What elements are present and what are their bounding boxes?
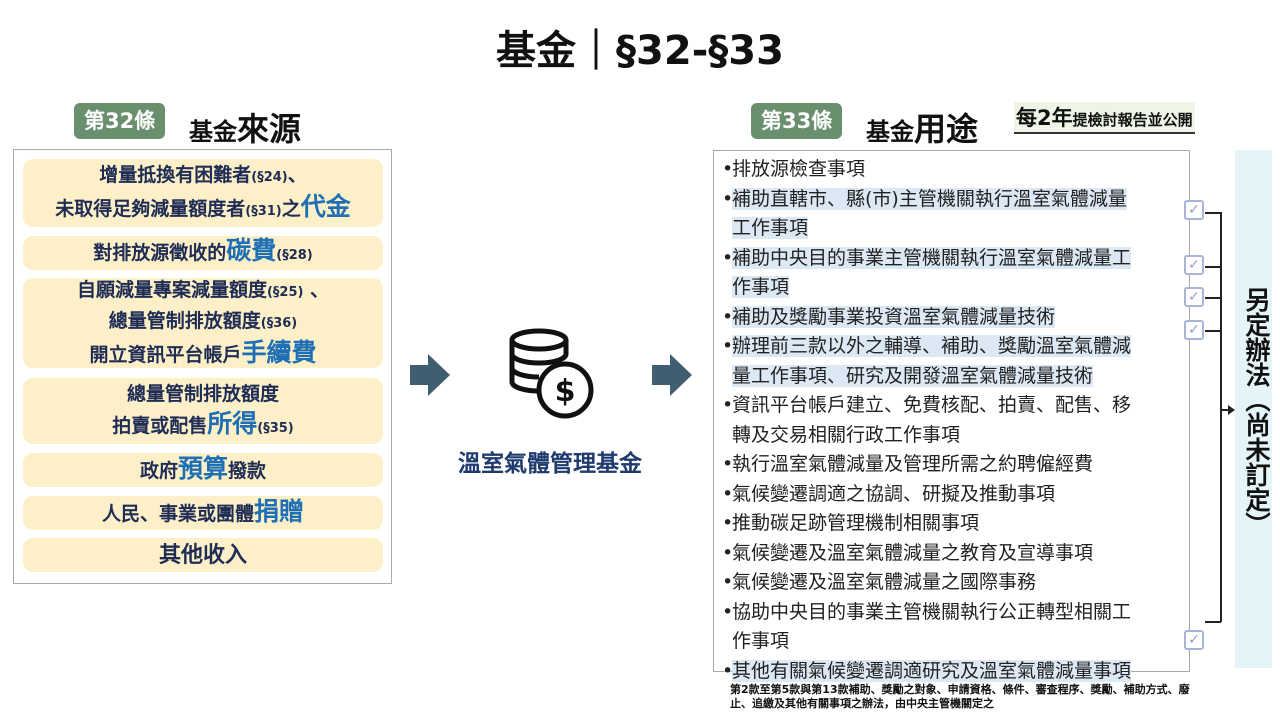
heading-small: 基金: [866, 118, 914, 146]
use-item: •辦理前三款以外之輔導、補助、獎勵溫室氣體減量工作事項、研究及開發溫室氣體減量技…: [722, 332, 1183, 391]
bracket-line: [1205, 330, 1221, 332]
use-text: 補助直轄市、縣(市)主管機關執行溫室氣體減量: [732, 187, 1127, 210]
bullet: •: [722, 600, 734, 623]
use-item: •氣候變遷調適之協調、研擬及推動事項: [722, 480, 1183, 510]
bullet: •: [722, 512, 734, 534]
bracket-line: [1220, 212, 1222, 622]
use-text: 辦理前三款以外之輔導、補助、獎勵溫室氣體減: [732, 335, 1132, 357]
biennial-report-note: 每2年提檢討報告並公開: [1014, 102, 1195, 134]
use-item: •執行溫室氣體減量及管理所需之約聘僱經費: [722, 450, 1183, 480]
bullet: •: [722, 305, 734, 328]
bullet: •: [722, 394, 734, 416]
coins-dollar-icon: $: [505, 326, 597, 426]
side-panel: [1235, 150, 1272, 668]
bullet: •: [722, 158, 734, 180]
bracket-line: [1205, 212, 1221, 214]
use-item: •其他有關氣候變遷調適研究及溫室氣體減量事項: [722, 657, 1183, 687]
bracket-line: [1205, 297, 1221, 299]
use-item: •補助中央目的事業主管機關執行溫室氣體減量工作事項: [722, 244, 1183, 303]
use-text: 工作事項: [732, 217, 809, 239]
use-text: 量工作事項、研究及開發溫室氣體減量技術: [732, 364, 1094, 387]
use-item: •補助直轄市、縣(市)主管機關執行溫室氣體減量工作事項: [722, 185, 1183, 244]
bullet: •: [722, 453, 734, 475]
use-text: 其他有關氣候變遷調適研究及溫室氣體減量事項: [732, 659, 1132, 682]
source-item: 人民、事業或團體捐贈: [23, 496, 383, 530]
use-item: •補助及獎勵事業投資溫室氣體減量技術: [722, 303, 1183, 333]
bracket-line: [1205, 621, 1221, 623]
use-text: 轉及交易相關行政工作事項: [732, 423, 961, 446]
use-text: 氣候變遷及溫室氣體減量之教育及宣導事項: [732, 541, 1094, 564]
bullet: •: [722, 571, 734, 593]
heading-big: 來源: [237, 110, 302, 148]
bullet: •: [722, 335, 734, 357]
bullet: •: [722, 246, 734, 269]
use-text: 作事項: [732, 276, 790, 298]
bullet: •: [722, 482, 734, 505]
use-item: •排放源檢查事項: [722, 155, 1183, 185]
source-item: 自願減量專案減量額度(§25) 、 總量管制排放額度(§36) 開立資訊平台帳戶…: [23, 278, 383, 368]
separate-regulation-label: 另定辦法（尚未訂定）: [1242, 287, 1271, 537]
heading-big: 用途: [914, 110, 979, 148]
bullet: •: [722, 659, 734, 682]
fund-name: 溫室氣體管理基金: [458, 451, 642, 477]
checkbox-check-icon: ✓: [1184, 287, 1204, 307]
use-text: 氣候變遷及溫室氣體減量之國際事務: [732, 571, 1037, 593]
source-item: 其他收入: [23, 538, 383, 572]
use-item: •協助中央目的事業主管機關執行公正轉型相關工作事項: [722, 598, 1183, 657]
left-heading: 基金來源: [189, 104, 301, 150]
use-text: 協助中央目的事業主管機關執行公正轉型相關工: [732, 600, 1132, 623]
svg-text:$: $: [555, 374, 576, 409]
checkbox-check-icon: ✓: [1184, 255, 1204, 275]
use-text: 執行溫室氣體減量及管理所需之約聘僱經費: [732, 453, 1094, 475]
bracket-arrow: [1222, 409, 1230, 411]
source-item: 政府預算撥款: [23, 453, 383, 487]
footnote: 第2款至第5款與第13款補助、獎勵之對象、申請資格、條件、審查程序、獎勵、補助方…: [730, 683, 1190, 710]
checkbox-check-icon: ✓: [1184, 320, 1204, 340]
use-item: •資訊平台帳戶建立、免費核配、拍賣、配售、移轉及交易相關行政工作事項: [722, 391, 1183, 450]
bracket-line: [1205, 266, 1221, 268]
use-item: •氣候變遷及溫室氣體減量之教育及宣導事項: [722, 539, 1183, 569]
bullet: •: [722, 187, 734, 210]
use-text: 氣候變遷調適之協調、研擬及推動事項: [732, 482, 1056, 505]
source-item: 增量抵換有困難者(§24)、 未取得足夠減量額度者(§31)之代金: [23, 159, 383, 227]
article-33-badge: 第33條: [751, 103, 843, 139]
checkbox-check-icon: ✓: [1184, 200, 1204, 220]
use-text: 補助中央目的事業主管機關執行溫室氣體減量工: [732, 246, 1132, 269]
fund-sources-box: 增量抵換有困難者(§24)、 未取得足夠減量額度者(§31)之代金 對排放源徵收…: [13, 149, 392, 584]
use-text: 資訊平台帳戶建立、免費核配、拍賣、配售、移: [732, 394, 1132, 416]
checkbox-check-icon: ✓: [1184, 630, 1204, 650]
bullet: •: [722, 541, 734, 564]
right-heading: 基金用途: [866, 104, 978, 150]
arrow-right-icon: [410, 354, 450, 396]
article-32-badge: 第32條: [74, 103, 166, 139]
source-item: 總量管制排放額度 拍賣或配售所得(§35): [23, 378, 383, 444]
heading-small: 基金: [189, 118, 237, 146]
use-text: 排放源檢查事項: [732, 158, 866, 180]
arrow-right-icon: [1228, 405, 1235, 415]
fund-uses-box: •排放源檢查事項•補助直轄市、縣(市)主管機關執行溫室氣體減量工作事項•補助中央…: [713, 150, 1190, 682]
use-text: 作事項: [732, 630, 790, 652]
use-text: 補助及獎勵事業投資溫室氣體減量技術: [732, 305, 1056, 328]
arrow-right-icon: [652, 354, 692, 396]
use-item: •氣候變遷及溫室氣體減量之國際事務: [722, 568, 1183, 598]
use-item: •推動碳足跡管理機制相關事項: [722, 509, 1183, 539]
source-item: 對排放源徵收的碳費(§28): [23, 236, 383, 270]
page-title: 基金｜§32-§33: [496, 28, 784, 74]
use-text: 推動碳足跡管理機制相關事項: [732, 512, 980, 534]
